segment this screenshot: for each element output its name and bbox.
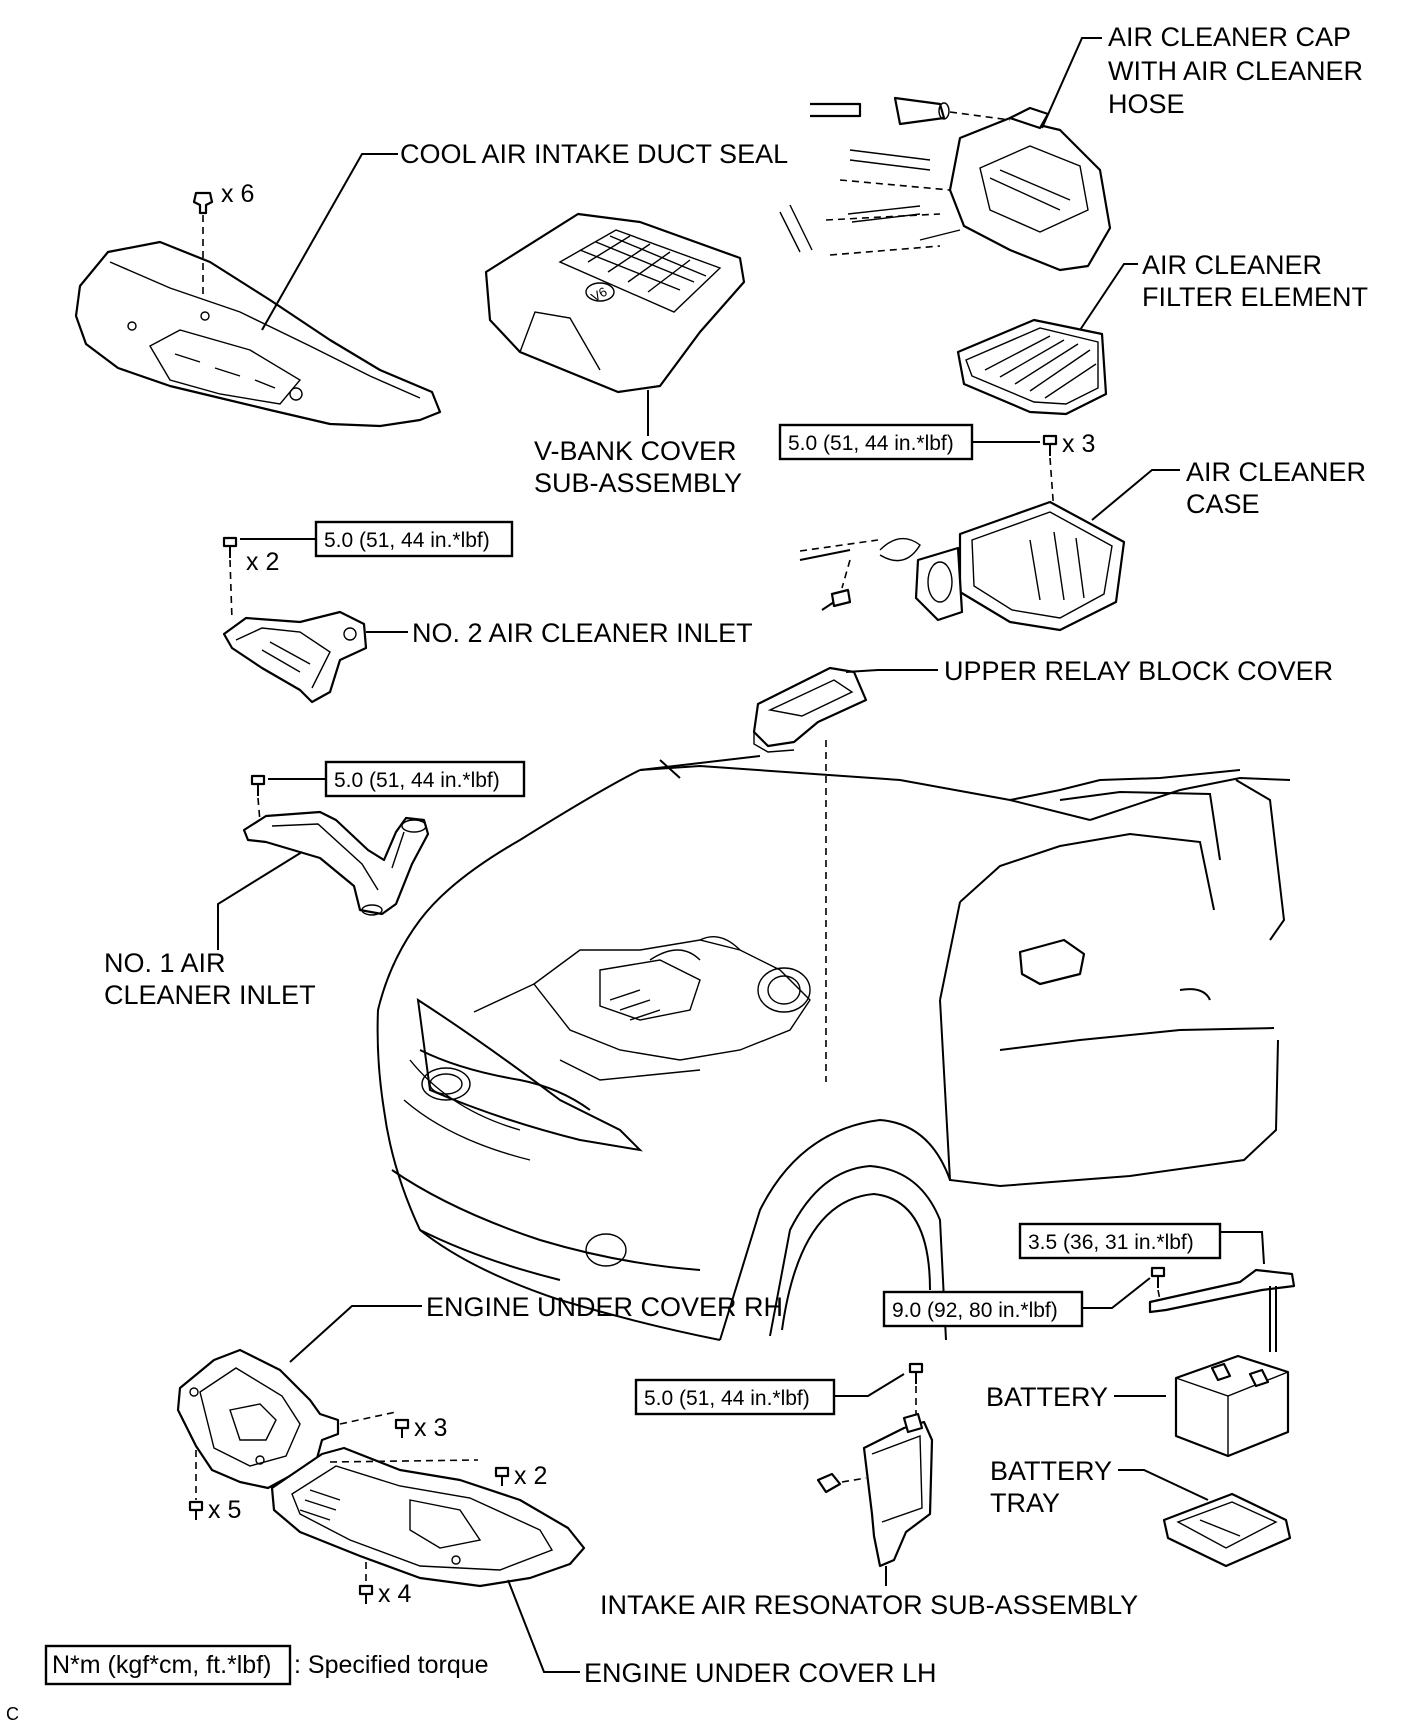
vehicle-illustration — [376, 759, 1291, 1341]
legend-unit-text: N*m (kgf*cm, ft.*lbf) — [52, 1651, 271, 1679]
figure-code: C — [6, 1704, 19, 1724]
clip-icon — [816, 1472, 842, 1494]
air-cleaner-cap-part — [847, 96, 1112, 272]
bolt-icon — [250, 774, 266, 796]
battery-clamp-torque: 3.5 (36, 31 in.*lbf) — [1028, 1231, 1194, 1254]
no2-inlet-label: NO. 2 AIR CLEANER INLET — [412, 618, 753, 648]
bolt-icon — [222, 536, 238, 558]
push-clip-icon — [192, 191, 214, 215]
battery-tray-part — [1162, 1492, 1292, 1568]
battery-clamp-torque-box — [1018, 1222, 1222, 1260]
no1-inlet-label-line2: CLEANER INLET — [104, 980, 316, 1010]
bolt-icon — [1150, 1266, 1166, 1288]
bolt-icon — [394, 1418, 410, 1438]
v-bank-cover-part: V6 — [484, 212, 746, 394]
air-cleaner-case-part — [879, 500, 1126, 632]
legend-unit-box — [44, 1644, 292, 1686]
bolt-icon — [494, 1466, 510, 1486]
battery-hold-down-clamp-part — [1148, 1268, 1296, 1352]
upper-relay-block-cover-label: UPPER RELAY BLOCK COVER — [944, 656, 1333, 686]
air-cleaner-cap-label-line1: AIR CLEANER CAP — [1108, 22, 1351, 52]
duct-seal-clip-qty: x 6 — [221, 180, 254, 208]
no1-inlet-torque: 5.0 (51, 44 in.*lbf) — [334, 769, 500, 792]
engine-under-cover-rh-label: ENGINE UNDER COVER RH — [426, 1292, 783, 1322]
air-cleaner-case-bolt-qty: x 3 — [1062, 430, 1095, 458]
bolt-icon — [908, 1362, 924, 1384]
battery-tray-label-line1: BATTERY — [990, 1456, 1112, 1486]
cool-air-intake-duct-seal-label: COOL AIR INTAKE DUCT SEAL — [400, 139, 788, 169]
v-bank-cover-label-line2: SUB-ASSEMBLY — [534, 468, 742, 498]
engine-under-cover-lh-part — [270, 1446, 586, 1588]
v-bank-cover-label-line1: V-BANK COVER — [534, 436, 737, 466]
battery-part — [1174, 1354, 1290, 1458]
air-cleaner-case-torque: 5.0 (51, 44 in.*lbf) — [788, 432, 954, 455]
legend-description: : Specified torque — [294, 1651, 489, 1679]
cool-air-intake-duct-seal-part — [74, 240, 442, 428]
air-cleaner-cap-label-line3: HOSE — [1108, 89, 1185, 119]
svg-text:V6: V6 — [588, 284, 609, 305]
battery-bracket-torque: 9.0 (92, 80 in.*lbf) — [892, 1299, 1058, 1322]
under-cover-rh-bolt-qty: x 3 — [414, 1414, 447, 1442]
bolt-icon — [358, 1584, 374, 1604]
upper-relay-block-cover-part — [752, 666, 868, 753]
resonator-torque: 5.0 (51, 44 in.*lbf) — [644, 1387, 810, 1410]
no1-inlet-label-line1: NO. 1 AIR — [104, 948, 226, 978]
under-cover-lh-bolt-qty: x 4 — [378, 1580, 411, 1608]
intake-air-resonator-part — [862, 1412, 934, 1568]
battery-tray-label-line2: TRAY — [990, 1488, 1060, 1518]
no2-inlet-bolt-qty: x 2 — [246, 548, 279, 576]
clip-icon — [188, 1500, 204, 1520]
under-cover-center-bolt-qty: x 2 — [514, 1462, 547, 1490]
engine-under-cover-rh-part — [176, 1348, 340, 1490]
no1-air-cleaner-inlet-part — [242, 810, 430, 916]
filter-element-label-line2: FILTER ELEMENT — [1142, 282, 1368, 312]
air-cleaner-case-label-line2: CASE — [1186, 489, 1260, 519]
battery-label: BATTERY — [986, 1382, 1108, 1412]
no2-air-cleaner-inlet-part — [222, 610, 368, 704]
intake-air-resonator-label: INTAKE AIR RESONATOR SUB-ASSEMBLY — [600, 1590, 1138, 1620]
no2-inlet-torque: 5.0 (51, 44 in.*lbf) — [324, 529, 490, 552]
air-cleaner-case-label-line1: AIR CLEANER — [1186, 457, 1366, 487]
under-cover-rh-clip-qty: x 5 — [208, 1496, 241, 1524]
engine-under-cover-lh-label: ENGINE UNDER COVER LH — [584, 1658, 937, 1688]
bolt-icon — [1042, 434, 1058, 456]
filter-element-label-line1: AIR CLEANER — [1142, 250, 1322, 280]
air-cleaner-cap-label-line2: WITH AIR CLEANER — [1108, 56, 1363, 86]
air-cleaner-filter-element-part — [956, 318, 1108, 416]
